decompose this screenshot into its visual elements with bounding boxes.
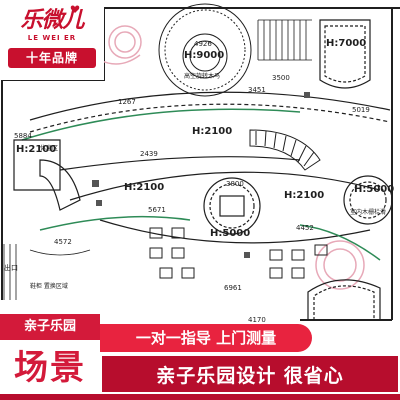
label-rest-area: 休息区: [40, 144, 58, 152]
green-rails: [21, 108, 381, 261]
dim-4170: 4170: [248, 316, 266, 324]
pink-decor-swirl: [99, 25, 365, 290]
brand-logo: 乐微儿 LE WEI ER 十年品牌: [0, 0, 104, 80]
label-h2100-mid: H:2100: [124, 182, 164, 193]
left-tower-2100: [13, 139, 81, 211]
label-h5000: H:5000: [210, 228, 250, 239]
slogan-ribbon: 一对一指导 上门测量: [100, 324, 312, 352]
category-badge: 亲子乐园: [0, 314, 100, 340]
dim-4926: 4926: [194, 40, 212, 48]
dim-3500: 3500: [272, 74, 290, 82]
label-h7000: H:7000: [326, 38, 366, 49]
label-h2100-left: H:2100: [16, 144, 56, 155]
brand-script-name: 乐微儿: [20, 7, 84, 33]
carousel-structure: [158, 3, 252, 97]
dim-4572: 4572: [54, 238, 72, 246]
dim-2439: 2439: [140, 150, 158, 158]
walls: [1, 7, 400, 321]
scene-label: 场景: [0, 340, 100, 400]
label-carousel: 高空旋转木马: [184, 72, 220, 80]
main-banner: 亲子乐园设计 很省心: [100, 354, 400, 394]
heart-icon: [70, 5, 80, 13]
dim-3800: 3800: [226, 180, 244, 188]
bottom-right-room: [307, 279, 381, 320]
bottom-strip: [0, 394, 400, 400]
curved-slide: [249, 129, 321, 171]
dim-6961: 6961: [224, 284, 242, 292]
label-indoor-slide: 室内木栅栏滑: [350, 208, 386, 216]
curved-tracks: [29, 91, 391, 244]
dim-5884: 5884: [14, 132, 32, 140]
label-h2100-right: H:2100: [284, 190, 324, 201]
center-platform: [203, 177, 261, 235]
label-shoe-area: 鞋柜 置换区域: [30, 282, 68, 290]
entrance-stairs: [3, 244, 91, 300]
dim-4452: 4452: [296, 224, 314, 232]
label-h9000: H:9000: [184, 50, 224, 61]
brand-banner: 十年品牌: [8, 48, 96, 68]
label-h2100-center: H:2100: [192, 126, 232, 137]
brand-latin-name: LE WEI ER: [27, 34, 77, 42]
dim-1267: 1267: [118, 98, 136, 106]
label-entrance: 出口: [4, 263, 18, 272]
dim-5019: 5019: [352, 106, 370, 114]
seating-tables: [149, 227, 328, 279]
dim-5671: 5671: [148, 206, 166, 214]
stairs-top: [257, 19, 312, 61]
label-h5000-right: H:5000: [354, 184, 394, 195]
tower-7000: [319, 19, 371, 89]
right-platform: [343, 175, 393, 225]
dim-3451: 3451: [248, 86, 266, 94]
columns: [92, 92, 310, 258]
